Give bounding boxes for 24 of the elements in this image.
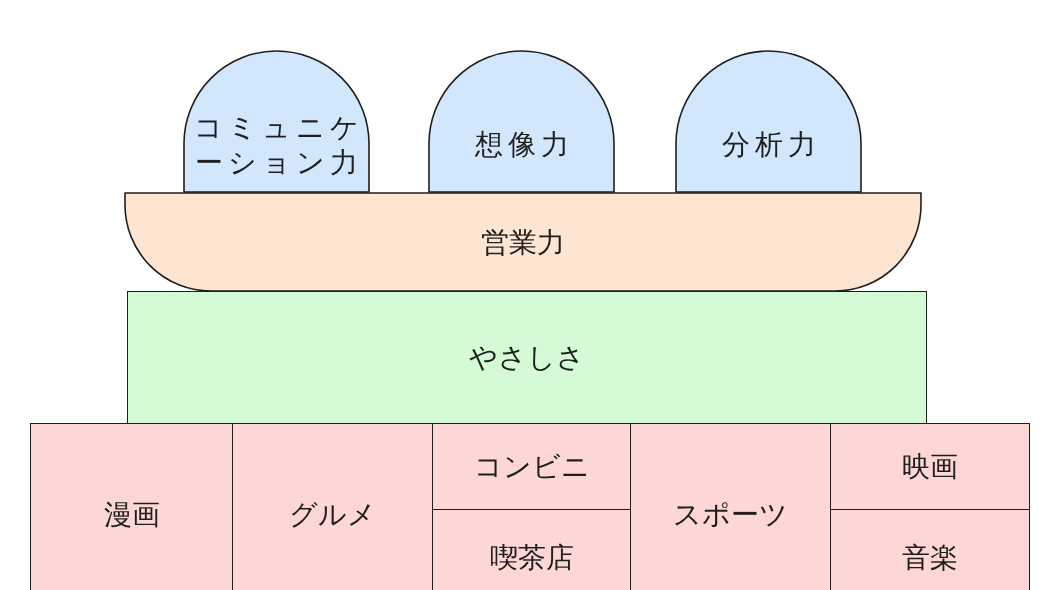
grid-tile (830, 509, 1030, 590)
wide-block (127, 291, 927, 424)
block-label: 分析力 (720, 127, 821, 162)
block-label: コミュニケーション力 (193, 109, 365, 180)
block-label: 音楽 (902, 539, 958, 575)
block-label: グルメ (289, 496, 377, 532)
block-label: コンビニ (473, 449, 590, 485)
block-label: スポーツ (673, 496, 789, 532)
block-label: 漫画 (103, 496, 160, 532)
grid-tile (432, 423, 632, 511)
grid-tile (432, 509, 632, 590)
block-label: 営業力 (481, 224, 565, 260)
block-label: 想像力 (473, 127, 574, 162)
block-label: 映画 (902, 449, 958, 485)
arch-block (183, 50, 370, 193)
grid-tile (630, 423, 832, 590)
block-label: 喫茶店 (489, 539, 574, 575)
grid-tile (232, 423, 434, 590)
grid-tile (830, 423, 1030, 511)
arch-block (428, 50, 615, 193)
arch-block (675, 50, 862, 193)
block-label: やさしさ (469, 340, 585, 375)
curved-block (124, 192, 922, 292)
grid-tile (30, 423, 234, 590)
